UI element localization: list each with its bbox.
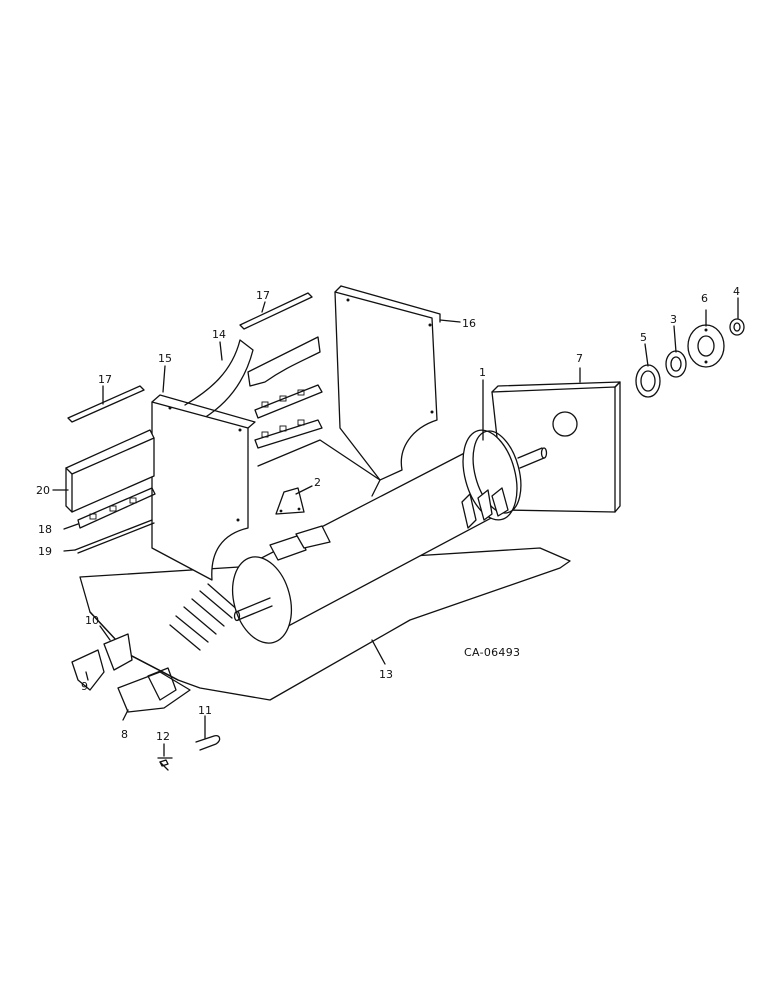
hinge-tabs-right bbox=[261, 389, 305, 438]
pin-11 bbox=[195, 734, 221, 751]
callout-11: 11 bbox=[198, 704, 212, 717]
callout-15: 15 bbox=[158, 352, 172, 365]
callout-19: 19 bbox=[38, 545, 52, 558]
left-side-panel bbox=[151, 394, 256, 581]
nut bbox=[729, 318, 745, 336]
top-strip-left bbox=[67, 385, 145, 423]
brackets-lower bbox=[71, 633, 191, 713]
callout-13: 13 bbox=[379, 668, 393, 681]
callout-6: 6 bbox=[701, 292, 708, 305]
leader-lines bbox=[52, 297, 739, 757]
flange bbox=[687, 324, 725, 368]
floor-slots bbox=[169, 583, 241, 651]
callout-9: 9 bbox=[81, 680, 88, 693]
callout-8: 8 bbox=[121, 728, 128, 741]
callout-labels: 1 2 3 4 5 6 7 8 9 10 11 12 13 14 15 16 1… bbox=[36, 285, 740, 743]
left-strips bbox=[65, 429, 156, 554]
spring-12 bbox=[157, 757, 173, 771]
small-bracket bbox=[275, 487, 305, 515]
callout-1: 1 bbox=[479, 366, 486, 379]
right-side-sheet bbox=[334, 285, 441, 481]
callout-4: 4 bbox=[733, 285, 740, 298]
callout-10: 10 bbox=[85, 614, 99, 627]
bearing bbox=[665, 350, 687, 378]
hinge-tabs-left bbox=[89, 497, 137, 520]
drawing-code: CA-06493 bbox=[464, 646, 520, 659]
rear-liner bbox=[184, 336, 381, 497]
callout-12: 12 bbox=[156, 730, 170, 743]
rotor-paddles bbox=[269, 487, 509, 561]
callout-5: 5 bbox=[640, 331, 647, 344]
callout-3: 3 bbox=[670, 313, 677, 326]
callout-17-left: 17 bbox=[98, 373, 112, 386]
collar bbox=[635, 364, 661, 398]
callout-17-upper: 17 bbox=[256, 289, 270, 302]
callout-20: 20 bbox=[36, 484, 50, 497]
callout-2: 2 bbox=[314, 476, 321, 489]
callout-14: 14 bbox=[212, 328, 226, 341]
top-strip-upper bbox=[239, 292, 313, 330]
callout-18: 18 bbox=[38, 523, 52, 536]
callout-16: 16 bbox=[462, 317, 476, 330]
rotor-drum bbox=[232, 429, 548, 644]
callout-7: 7 bbox=[576, 352, 583, 365]
